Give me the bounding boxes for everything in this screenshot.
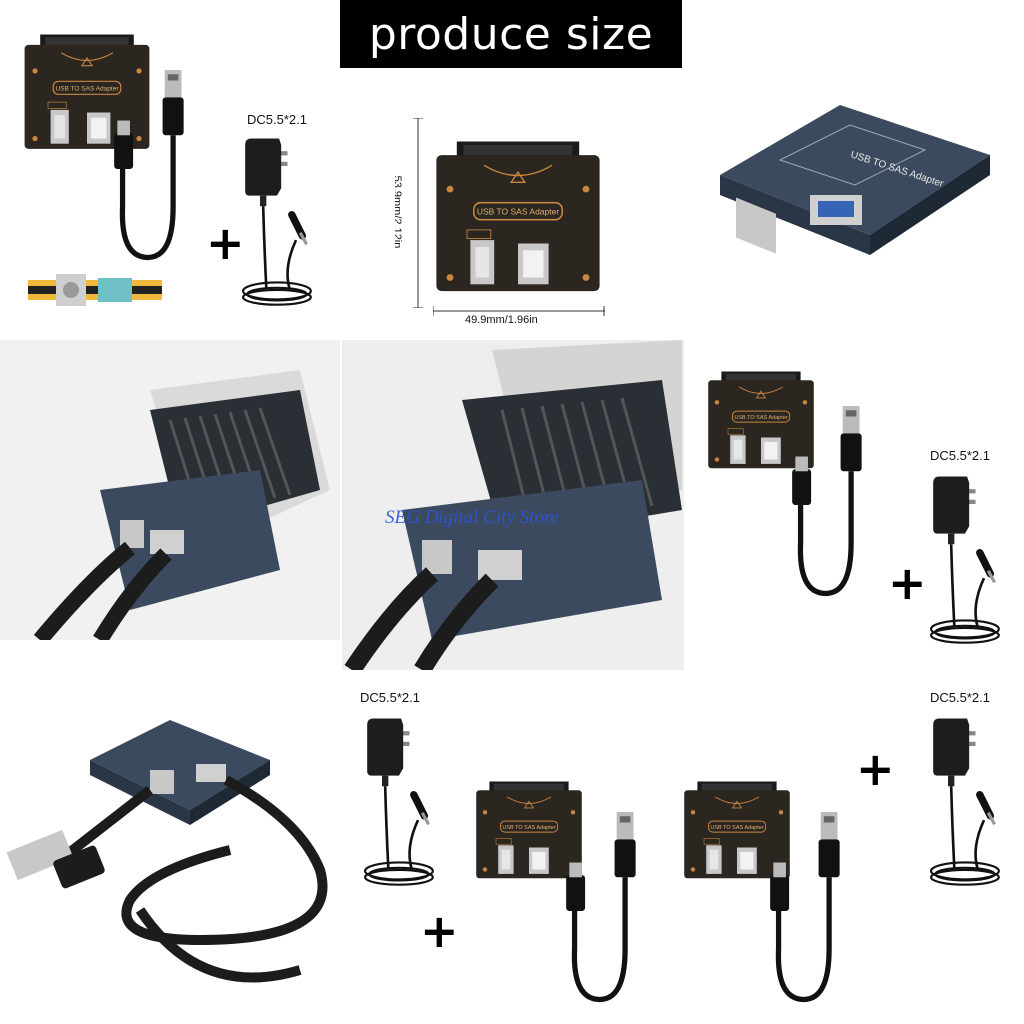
usb-cable-image bbox=[538, 812, 668, 1012]
power-spec-label: DC5.5*2.1 bbox=[247, 112, 307, 127]
height-dimension-label: 53.9mm/2.12in bbox=[395, 175, 403, 249]
power-adapter-image bbox=[916, 468, 1016, 648]
power-spec-label: DC5.5*2.1 bbox=[930, 448, 990, 463]
panel-kit-middle-right: DC5.5*2.1 + bbox=[700, 360, 1024, 660]
width-dimension-label: 49.9mm/1.96in bbox=[465, 314, 538, 326]
power-adapter-image bbox=[916, 710, 1016, 890]
installed-photo-2 bbox=[344, 340, 682, 670]
adapter-board-front bbox=[435, 140, 601, 293]
usb-cable-image bbox=[764, 406, 894, 606]
panel-dimensions: 53.9mm/2.12in 49.9mm/1.96in bbox=[395, 110, 625, 330]
power-spec-label: DC5.5*2.1 bbox=[930, 690, 990, 705]
panel-kit-top-left: DC5.5*2.1 + bbox=[0, 0, 340, 320]
adapter-with-long-cable bbox=[6, 720, 328, 983]
power-adapter-image bbox=[350, 710, 450, 890]
plus-sign: + bbox=[888, 556, 927, 610]
plus-sign: + bbox=[420, 904, 459, 958]
panel-installed-photo-center bbox=[342, 340, 684, 670]
panel-installed-photo-left bbox=[0, 340, 340, 640]
usb-cable-image bbox=[742, 812, 872, 1012]
plus-sign: + bbox=[856, 742, 895, 796]
installed-photo bbox=[33, 370, 330, 640]
flat-cable-image bbox=[28, 274, 162, 306]
height-dimension-line bbox=[413, 118, 423, 308]
panel-long-cable bbox=[0, 700, 342, 1020]
adapter-3d-image bbox=[719, 104, 991, 256]
panel-adapter-3d bbox=[700, 70, 1000, 280]
width-dimension-line bbox=[433, 306, 605, 316]
page-title: produce size bbox=[340, 0, 682, 68]
usb-cable-image bbox=[86, 70, 216, 270]
plus-sign: + bbox=[206, 216, 245, 270]
panel-dual-kit: DC5.5*2.1 + + DC5.5*2.1 bbox=[342, 680, 1024, 1024]
power-spec-label: DC5.5*2.1 bbox=[360, 690, 420, 705]
store-watermark: SEG Digital City Store bbox=[385, 507, 559, 528]
